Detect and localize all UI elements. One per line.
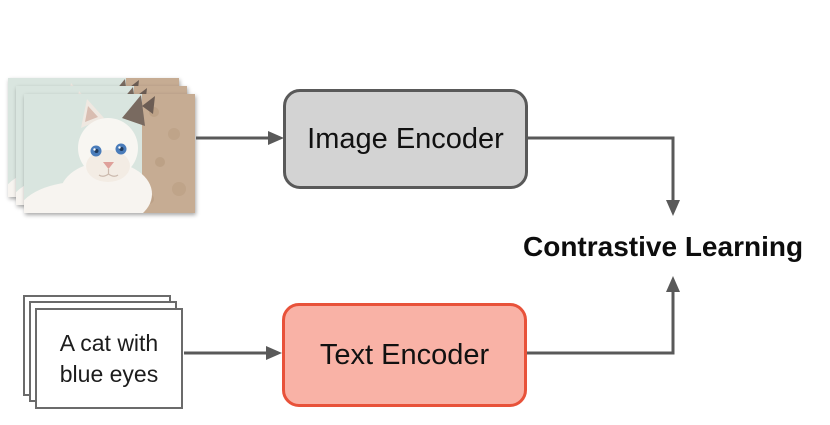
caption-line-1: A cat with [59, 329, 159, 356]
caption-line-2: blue eyes [59, 360, 159, 387]
image-input-stack [8, 78, 196, 214]
text-card-front: A cat with blue eyes [35, 308, 183, 409]
image-encoder-label: Image Encoder [307, 122, 504, 155]
cat-photo-front [24, 94, 195, 213]
text-encoder-label: Text Encoder [319, 338, 490, 371]
text-input-stack: A cat with blue eyes [23, 295, 184, 410]
contrastive-learning-label: Contrastive Learning [523, 231, 804, 262]
image-encoder-box: Image Encoder [283, 89, 528, 189]
arrow-image-to-image-encoder [196, 131, 284, 145]
arrow-text-encoder-to-contrastive [527, 276, 680, 355]
arrow-image-encoder-to-contrastive [528, 136, 680, 216]
arrow-text-to-text-encoder [184, 346, 282, 360]
text-encoder-box: Text Encoder [282, 303, 527, 407]
